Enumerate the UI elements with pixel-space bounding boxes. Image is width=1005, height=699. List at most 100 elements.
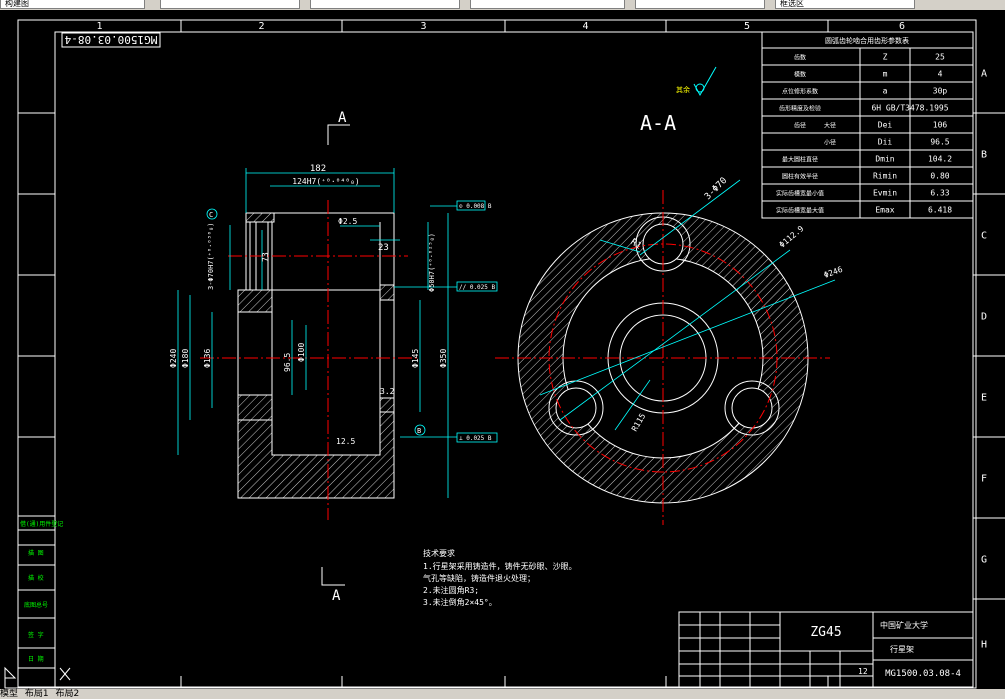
gear-table-symbol: m — [883, 70, 888, 79]
gear-table-title: 圆弧齿轮啮合用齿形参数表 — [825, 36, 909, 45]
dim-phi246: Φ246 — [823, 265, 844, 280]
mirrored-drawing-number: MG1500.03.08-4 — [61, 32, 161, 48]
dim-3phi70: 3-Φ70H7(⁺⁰·⁰³⁰₀) — [207, 223, 215, 290]
dim-124: 124H7(⁺⁰·⁰⁴⁰₀) — [292, 177, 359, 186]
frame-row-label: F — [981, 474, 987, 485]
drawing-number-text: MG1500.03.08-4 — [64, 33, 157, 46]
gear-table-name: 模数 — [794, 71, 806, 79]
gear-table-name: 实际齿槽宽最大值 — [776, 207, 824, 215]
tab-3[interactable] — [310, 0, 460, 9]
dim-3-2: 3.2 — [380, 387, 395, 396]
notes-line-2: 气孔等缺陷，铸造件退火处理； — [423, 573, 535, 583]
dim-phi136: Φ136 — [203, 349, 212, 368]
section-label-top: A — [338, 110, 347, 126]
gear-table-symbol: Dmin — [875, 155, 894, 164]
gear-table-symbol: Dei — [878, 121, 893, 130]
datum-c: C — [209, 211, 213, 219]
dim-phi180: Φ180 — [181, 349, 190, 368]
frame-col-label: 3 — [420, 21, 426, 32]
left-strip-3: 描 校 — [28, 574, 44, 582]
dim-phi50h7: Φ50H7(⁺⁰·⁰²⁵₀) — [428, 233, 436, 292]
material-text: ZG45 — [810, 625, 841, 640]
left-strip-6: 日 期 — [28, 655, 44, 663]
left-strip-table — [17, 515, 56, 688]
dim-73: 73 — [261, 252, 270, 262]
dim-phi145: Φ145 — [411, 349, 420, 368]
tab-model[interactable]: 模型 — [0, 689, 19, 699]
frame-col-label: 2 — [258, 21, 264, 32]
gear-table-subname: 小径 — [824, 139, 836, 147]
left-strip-5: 签 字 — [28, 631, 44, 639]
frame-col-label: 4 — [582, 21, 588, 32]
dim-phi112: Φ112.9 — [778, 224, 806, 250]
tab-5[interactable] — [635, 0, 765, 9]
tolerance-2: // 0.025 B — [459, 284, 496, 291]
frame-col-label: 1 — [96, 21, 102, 32]
notes-title: 技术要求 — [423, 548, 455, 558]
gear-table-symbol: Z — [883, 53, 888, 62]
section-view-right — [495, 190, 830, 525]
gear-table-symbol: Evmin — [873, 189, 897, 198]
gear-table-name: 点位修形系数 — [782, 88, 818, 96]
gear-table-value: 30p — [933, 87, 948, 96]
frame-row-label: A — [981, 69, 987, 80]
gear-table-value: 25 — [935, 53, 945, 62]
layout-tab-bar: 模型 布局1 布局2 — [0, 689, 1005, 699]
dimensions-left — [177, 168, 498, 498]
section-view-left — [200, 200, 420, 520]
dimension-texts-left: 182 124H7(⁺⁰·⁰⁴⁰₀) Φ2.5 23 3-Φ70H7(⁺⁰·⁰³… — [169, 164, 496, 446]
gear-table-name: 齿数 — [794, 54, 806, 62]
gear-table-value: 6.418 — [928, 206, 952, 215]
scale-text: 12 — [858, 667, 868, 676]
frame-row-label: C — [981, 231, 987, 242]
tolerance-3: ⊥ 0.025 B — [459, 435, 492, 442]
gear-table-value: 0.80 — [930, 172, 949, 181]
title-block-texts: ZG45 中国矿业大学 行星架 MG1500.03.08-4 12 — [810, 620, 961, 679]
gear-table-symbol: Emax — [875, 206, 894, 215]
tab-layout-1[interactable]: 布局1 — [24, 689, 49, 699]
left-strip-2: 描 图 — [28, 549, 44, 557]
frame-row-label: G — [981, 555, 987, 566]
notes-line-1: 1.行星架采用铸造件，铸件无砂眼、沙眼。 — [423, 561, 577, 571]
left-strip-1: 借(通)用件登记 — [20, 520, 63, 528]
tab-drawing[interactable]: 构建图 — [0, 0, 145, 9]
gear-table-name: 最大圆柱直径 — [782, 156, 818, 164]
gear-table-subname: 大径 — [824, 122, 836, 130]
school-text: 中国矿业大学 — [880, 620, 928, 630]
dim-phi350: Φ350 — [439, 349, 448, 368]
roughness-label: 其余 — [676, 85, 690, 94]
gear-table-name: 齿形精度及检验 — [779, 105, 821, 113]
roughness-symbol — [693, 66, 717, 97]
drawing-frame — [17, 19, 977, 689]
dim-phi25: Φ2.5 — [338, 217, 357, 226]
gear-table-name: 实际齿槽宽最小值 — [776, 190, 824, 198]
dim-12-5: 12.5 — [336, 437, 355, 446]
tab-select[interactable]: 框选区 — [775, 0, 915, 9]
gear-table-symbol: Rimin — [873, 172, 897, 181]
section-marker-bottom — [321, 567, 345, 586]
technical-notes: 技术要求 1.行星架采用铸造件，铸件无砂眼、沙眼。 气孔等缺陷，铸造件退火处理；… — [423, 548, 577, 607]
dim-phi100: Φ100 — [297, 343, 306, 362]
tab-2[interactable] — [160, 0, 300, 9]
title-block — [678, 611, 974, 688]
dim-96: 96.5 — [283, 353, 292, 372]
frame-col-label: 6 — [899, 21, 905, 32]
dimensions-right — [539, 179, 836, 431]
dim-phi240: Φ240 — [169, 349, 178, 368]
dim-23: 23 — [378, 243, 389, 253]
dim-182: 182 — [310, 164, 326, 174]
gear-table-value: 6.33 — [930, 189, 949, 198]
gear-table-value: 106 — [933, 121, 948, 130]
drawing-number-text-block: MG1500.03.08-4 — [885, 669, 961, 679]
frame-row-label: B — [981, 150, 987, 161]
tab-layout-2[interactable]: 布局2 — [55, 689, 80, 699]
frame-row-label: D — [981, 312, 987, 323]
gear-table-value: 96.5 — [930, 138, 949, 147]
gear-table-value: 104.2 — [928, 155, 952, 164]
tab-4[interactable] — [470, 0, 625, 9]
ucs-icon — [4, 666, 71, 689]
gear-table-value: 4 — [938, 70, 943, 79]
